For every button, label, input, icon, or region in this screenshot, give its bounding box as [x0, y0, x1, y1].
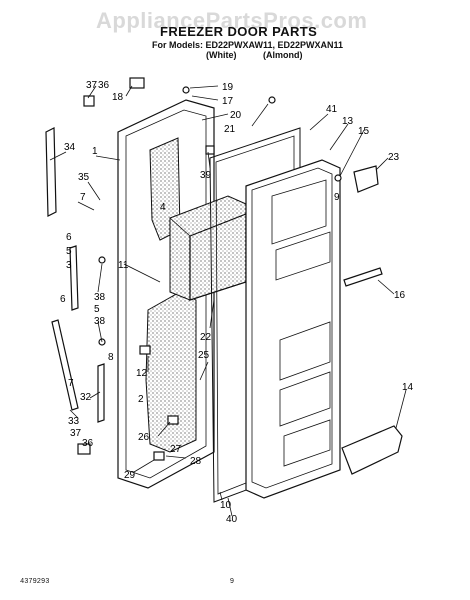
callout-5b: 5: [94, 304, 100, 315]
callout-8: 8: [108, 352, 114, 363]
callout-41: 41: [326, 104, 338, 115]
callout-27: 27: [170, 444, 182, 455]
document-number: 4379293: [20, 578, 50, 586]
callout-9: 9: [334, 192, 340, 203]
callout-14: 14: [402, 382, 414, 393]
color-white-label: (White): [206, 50, 237, 60]
page-title: FREEZER DOOR PARTS: [160, 24, 318, 39]
small-hardware: [77, 77, 342, 461]
leader-lines: [49, 85, 407, 517]
inner-door-liner: [245, 159, 341, 499]
callout-7b: 7: [68, 378, 74, 389]
callout-4: 4: [160, 202, 166, 213]
callout-28: 28: [190, 456, 202, 467]
callout-38: 38: [94, 292, 106, 303]
callout-13: 13: [342, 116, 354, 127]
callout-39: 39: [200, 170, 212, 181]
callout-17: 17: [222, 96, 234, 107]
callout-29: 29: [124, 470, 136, 481]
callout-37: 37: [86, 80, 98, 91]
callout-25: 25: [198, 350, 210, 361]
callout-40: 40: [226, 514, 238, 525]
callout-10: 10: [220, 500, 232, 511]
callout-21: 21: [224, 124, 236, 135]
callout-26: 26: [138, 432, 150, 443]
callout-1: 1: [92, 146, 98, 157]
callout-37b: 37: [70, 428, 82, 439]
callout-6: 6: [66, 232, 72, 243]
callout-19: 19: [222, 82, 234, 93]
page-number: 9: [230, 578, 234, 585]
callout-3: 3: [66, 260, 72, 271]
callout-23: 23: [388, 152, 400, 163]
callout-35: 35: [78, 172, 90, 183]
ice-chute: [353, 165, 379, 193]
callout-33: 33: [68, 416, 80, 427]
callout-18: 18: [112, 92, 124, 103]
watermark-text: AppliancePartsPros.com: [96, 8, 368, 33]
door-bin: [341, 425, 403, 475]
callout-6b: 6: [60, 294, 66, 305]
callout-38b: 38: [94, 316, 106, 327]
door-outer-panel: [117, 99, 215, 489]
callout-12: 12: [136, 368, 148, 379]
foam-insulation-block: [169, 195, 247, 301]
callout-15: 15: [358, 126, 370, 137]
callout-5: 5: [66, 246, 72, 257]
trim-strip: [343, 267, 383, 287]
callout-11: 11: [118, 260, 129, 271]
callout-2: 2: [138, 394, 144, 405]
callout-16: 16: [394, 290, 406, 301]
callout-22: 22: [200, 332, 212, 343]
callout-36: 36: [98, 80, 110, 91]
callout-labels: 37 36 18 19 17 20 21 41 13 15 23 34 1 39…: [60, 80, 414, 525]
callout-36b: 36: [82, 438, 94, 449]
side-trim-strips: [45, 127, 105, 423]
color-almond-label: (Almond): [263, 50, 303, 60]
callout-7: 7: [80, 192, 86, 203]
color-variants: (White) (Almond): [206, 50, 317, 60]
callout-32: 32: [80, 392, 92, 403]
callout-34: 34: [64, 142, 76, 153]
callout-20: 20: [230, 110, 242, 121]
models-line: For Models: ED22PWXAW11, ED22PWXAN11: [152, 40, 344, 50]
